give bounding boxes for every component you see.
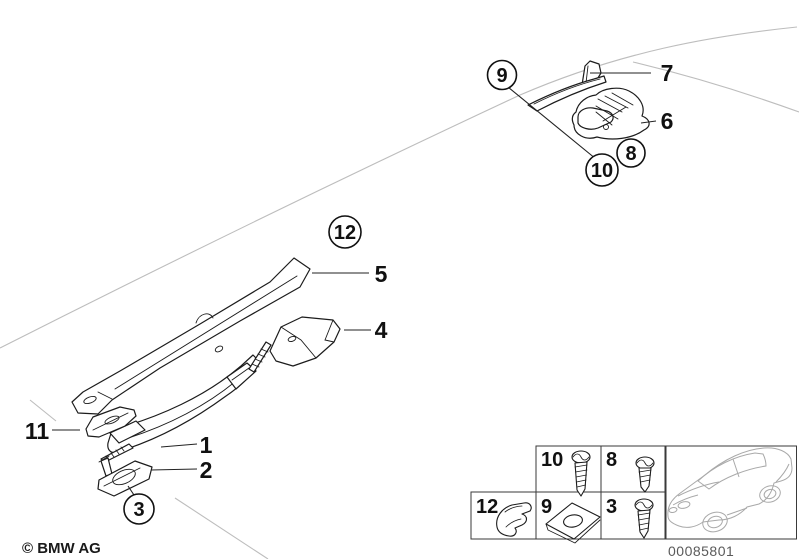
short-screw-icon (635, 456, 655, 493)
part-1-rear-screw (248, 341, 272, 373)
part-5-outline (71, 257, 311, 415)
part-5-notch (195, 313, 214, 324)
callout-6-label: 6 (661, 108, 674, 134)
part-5-crease (114, 275, 298, 390)
part-7-tab-line (585, 65, 589, 84)
part-5-foot-line (97, 391, 113, 400)
part-4-hole (287, 335, 297, 343)
callout-12-label: 12 (334, 222, 356, 244)
callout-1-label: 1 (200, 432, 213, 458)
legend-number-8: 8 (606, 449, 617, 471)
part-4-end-cap (269, 316, 341, 367)
callout-circle-10 (585, 153, 619, 187)
leader-2 (150, 468, 198, 471)
part-6-hatch (595, 92, 634, 126)
callout-3-label: 3 (133, 499, 144, 521)
pillar-reference-line (632, 61, 799, 113)
body-reference-segment-left (29, 399, 57, 422)
part-2-lamp (97, 455, 153, 497)
callout-circle-9 (486, 59, 518, 91)
part-2-pin (100, 457, 113, 477)
spring-clip-icon (496, 502, 532, 537)
legend-cell-3 (600, 491, 666, 540)
leader-lines (52, 72, 657, 496)
legend-number-10: 10 (541, 449, 563, 471)
callout-circle-12 (328, 215, 362, 249)
car-silhouette-sketch (667, 447, 793, 533)
part-11-inner-line (92, 412, 129, 431)
copyright-text: © BMW AG (22, 540, 101, 557)
callout-circle-3 (123, 493, 155, 525)
callout-10-label: 10 (591, 160, 613, 182)
plain-callouts: 7 6 5 4 11 1 2 (25, 60, 674, 483)
part-4-outline (269, 316, 341, 367)
part-2-base-line (103, 467, 141, 487)
part-6-hole (603, 124, 609, 130)
diagram-image-number: 00085801 (668, 543, 734, 559)
callout-2-label: 2 (200, 457, 213, 483)
part-6-cylinder (577, 107, 614, 130)
callout-9-label: 9 (496, 65, 507, 87)
leader-9-10 (507, 86, 597, 160)
leader-1 (160, 443, 198, 448)
circled-callouts: 9 10 8 12 3 (123, 59, 646, 525)
part-11-outline (85, 406, 137, 438)
body-reference-segment-bottom (174, 497, 269, 559)
part-2-pin-cap (98, 455, 110, 463)
part-5-trim-strip (71, 257, 311, 415)
callout-4-label: 4 (375, 317, 388, 343)
part-2-base (97, 460, 153, 497)
leader-6 (640, 120, 657, 124)
legend-car-box (665, 445, 797, 540)
legend-number-12: 12 (476, 496, 498, 518)
part-4-crease (280, 326, 317, 359)
car-body-reference-lines (0, 26, 799, 559)
fastener-legend: 10 8 12 9 3 (470, 445, 797, 559)
part-1-rear-bracket-line (231, 367, 250, 381)
leader-3 (127, 485, 135, 496)
callout-7-label: 7 (661, 60, 674, 86)
callout-11-label: 11 (25, 418, 50, 444)
part-11-clip-plate (85, 406, 137, 438)
speed-nut-clip-icon (545, 502, 601, 544)
part-7-strip-line (533, 78, 601, 105)
screw-icon (634, 498, 654, 539)
roofline-reference-line (0, 26, 798, 349)
part-4-mouth (324, 319, 335, 343)
legend-number-9: 9 (541, 496, 552, 518)
part-5-foot-hole (83, 395, 97, 405)
part-6-cover (571, 87, 650, 140)
long-screw-icon (571, 450, 591, 497)
part-1-grab-handle (100, 341, 272, 463)
callout-5-label: 5 (375, 261, 388, 287)
part-7-strip (527, 75, 607, 112)
legend-number-3: 3 (606, 496, 617, 518)
part-1-rear-screw-threads (251, 348, 269, 368)
part-1-front-mount (109, 420, 146, 444)
callout-circle-8 (616, 138, 646, 168)
callout-8-label: 8 (625, 143, 636, 165)
part-5-hole (214, 345, 224, 353)
